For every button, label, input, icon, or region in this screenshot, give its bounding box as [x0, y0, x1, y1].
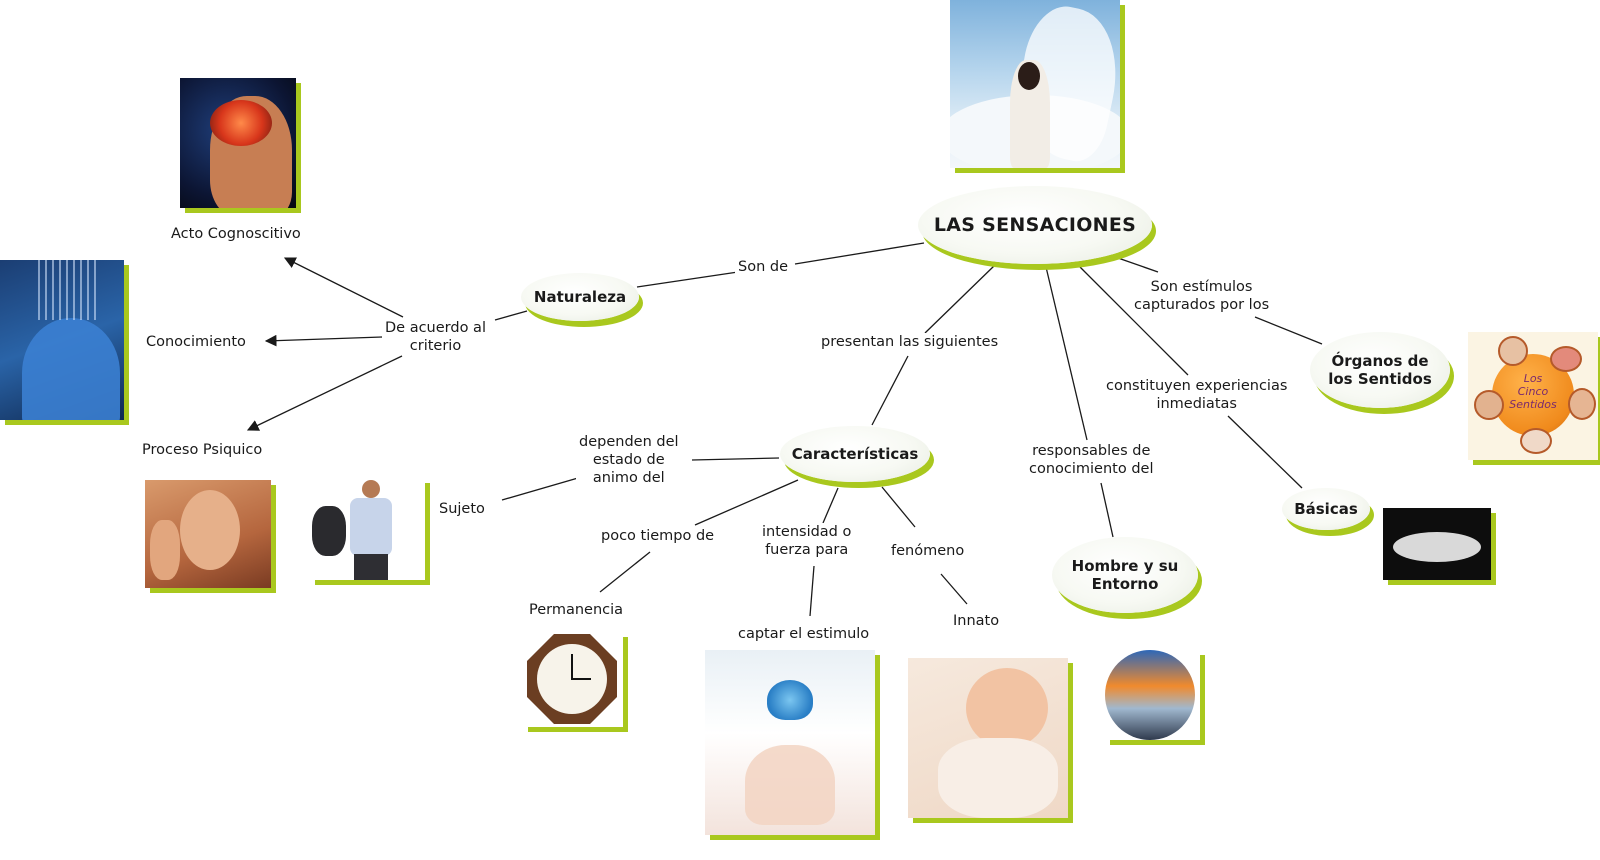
butterfly-hands-photo	[705, 650, 875, 835]
connector	[881, 486, 916, 528]
connector	[264, 334, 384, 347]
connector	[246, 355, 403, 431]
headache-woman-photo	[145, 480, 271, 588]
brain-head-photo	[180, 78, 296, 208]
connector	[501, 477, 579, 501]
sleeping-baby-photo	[1383, 508, 1491, 580]
clock-hand-shape	[571, 678, 591, 680]
man-shirt-shape	[350, 498, 392, 556]
connector	[1117, 257, 1159, 273]
link-responsables: responsables de conocimiento del	[1026, 442, 1157, 478]
node-hombre-entorno[interactable]: Hombre y su Entorno	[1052, 537, 1198, 613]
celebrating-man-photo	[310, 478, 425, 580]
baby-body-shape	[1393, 532, 1481, 562]
hands-shape	[150, 520, 180, 580]
baby-body-shape	[938, 738, 1058, 818]
link-constituyen: constituyen experiencias inmediatas	[1103, 377, 1291, 413]
baby-photo	[908, 658, 1068, 818]
connector	[494, 310, 528, 321]
cinco-sentidos-photo: Los Cinco Sentidos	[1468, 332, 1598, 460]
leaf-acto-cognoscitivo: Acto Cognoscitivo	[168, 225, 304, 243]
knowledge-head-photo	[0, 260, 124, 420]
ear-icon	[1568, 388, 1596, 420]
connector	[599, 551, 651, 593]
node-basicas[interactable]: Básicas	[1282, 488, 1370, 530]
face-shape	[180, 490, 240, 570]
butterfly-shape	[767, 680, 813, 720]
connector	[1100, 482, 1114, 538]
hand-icon	[1498, 336, 1528, 366]
connector	[794, 242, 925, 265]
connector	[694, 479, 799, 526]
letter-stream-shape	[38, 260, 98, 320]
woman-hair-shape	[1018, 62, 1040, 90]
leaf-permanencia: Permanencia	[526, 601, 627, 619]
link-dependen: dependen del estado de animo del	[576, 433, 682, 487]
connector	[940, 573, 968, 605]
earth-globe-photo	[1105, 650, 1200, 740]
hands-shape	[745, 745, 835, 825]
connector	[1045, 266, 1088, 441]
connector	[1079, 266, 1189, 376]
leaf-sujeto: Sujeto	[436, 500, 488, 518]
man-pants-shape	[354, 554, 388, 580]
link-presentan: presentan las siguientes	[818, 333, 1002, 351]
node-organos-sentidos[interactable]: Órganos de los Sentidos	[1310, 332, 1450, 408]
link-de-acuerdo: De acuerdo al criterio	[382, 319, 489, 355]
connector	[1227, 415, 1303, 489]
connector	[924, 264, 996, 334]
baby-head-shape	[966, 668, 1048, 748]
node-las-sensaciones[interactable]: LAS SENSACIONES	[918, 186, 1152, 264]
leaf-proceso-psiquico: Proceso Psiquico	[139, 441, 266, 459]
leaf-captar-estimulo: captar el estimulo	[735, 625, 873, 643]
globe-shape	[1105, 650, 1195, 740]
connector	[809, 565, 815, 617]
mouth-icon	[1550, 346, 1582, 372]
node-naturaleza[interactable]: Naturaleza	[521, 273, 639, 321]
node-caracteristicas[interactable]: Características	[780, 426, 930, 482]
link-intensidad: intensidad o fuerza para	[759, 523, 855, 559]
woman-sky-photo	[950, 0, 1120, 168]
eye-icon	[1520, 428, 1552, 454]
cinco-sentidos-caption: Los Cinco Sentidos	[1509, 372, 1557, 411]
link-fenomeno: fenómeno	[888, 542, 968, 560]
blue-head-shape	[22, 318, 120, 420]
connector	[871, 355, 909, 426]
nose-icon	[1474, 390, 1504, 420]
connector	[283, 257, 404, 318]
link-son-de: Son de	[735, 258, 791, 276]
connector	[1254, 316, 1323, 345]
leaf-innato: Innato	[950, 612, 1003, 630]
leaf-conocimiento: Conocimiento	[143, 333, 249, 351]
brain-glow-shape	[210, 100, 272, 146]
man-jacket-shape	[312, 506, 346, 556]
man-head-shape	[362, 480, 380, 498]
connector	[691, 457, 780, 461]
connector	[822, 487, 839, 524]
clock-photo	[523, 632, 623, 727]
link-son-estimulos: Son estímulos capturados por los	[1131, 278, 1273, 314]
clock-hand-shape	[571, 654, 573, 680]
link-poco-tiempo: poco tiempo de	[598, 527, 718, 545]
connector	[636, 271, 739, 288]
